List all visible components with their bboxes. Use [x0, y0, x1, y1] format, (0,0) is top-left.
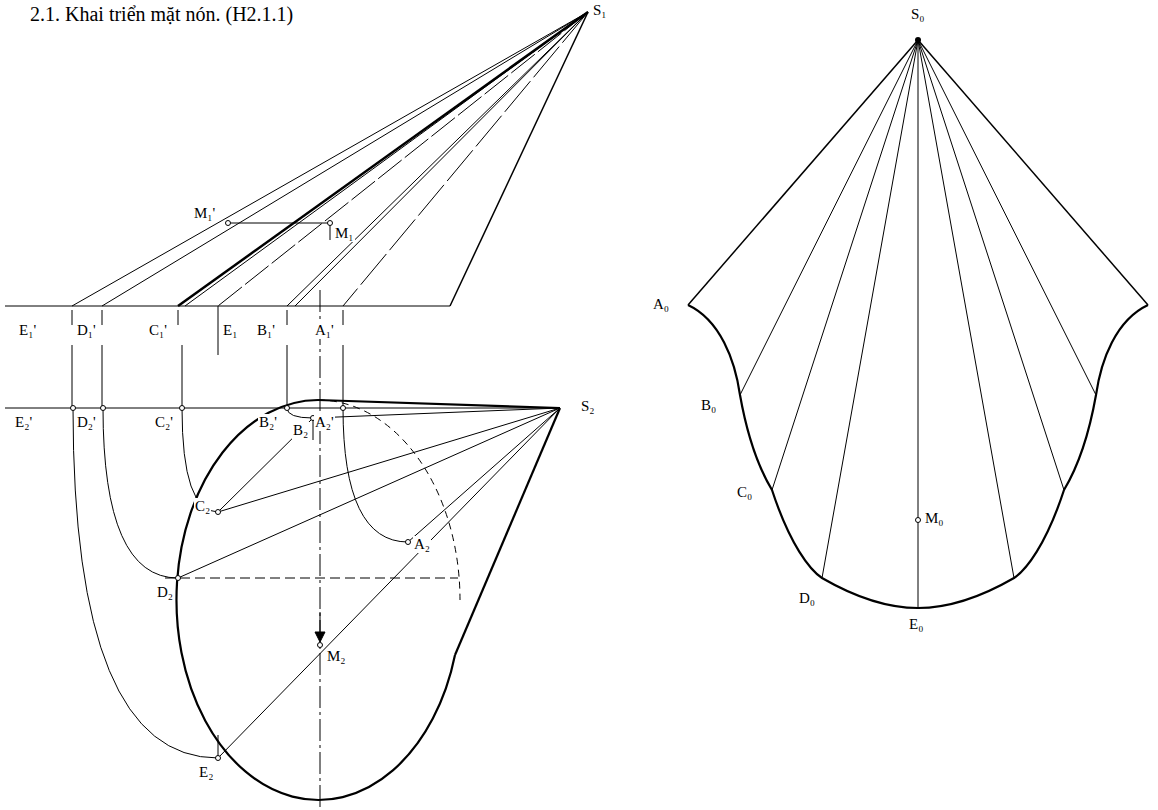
point-label: D₁': [76, 322, 97, 339]
point-label: E₂: [198, 764, 214, 781]
point-label: M₁: [334, 225, 355, 242]
point-label: D₂: [156, 584, 174, 601]
point-label: D₂': [76, 414, 97, 431]
point-label: C₁': [148, 322, 168, 339]
point-label: M₀: [924, 510, 945, 527]
point-label: E₂': [14, 414, 33, 431]
point-label: A₂': [314, 414, 335, 431]
point-label: E₁: [222, 322, 238, 339]
point-label: M₂: [326, 648, 347, 665]
point-label: C₂: [194, 498, 211, 515]
section-title: 2.1. Khai triển mặt nón. (H2.1.1): [30, 2, 293, 26]
point-label: B₂': [258, 414, 278, 431]
point-label: S₀: [910, 6, 926, 23]
point-label: S₂: [580, 398, 596, 415]
point-label: B₀: [700, 397, 717, 414]
point-label: D₀: [798, 590, 816, 607]
point-label: B₁': [256, 322, 276, 339]
point-label: S₁: [592, 2, 608, 19]
point-label: E₁': [18, 322, 37, 339]
point-label: C₂': [154, 414, 174, 431]
point-label: B₂: [292, 422, 309, 439]
point-label: C₀: [736, 484, 753, 501]
point-label: A₀: [652, 296, 670, 313]
point-label: A₁': [314, 322, 335, 339]
point-label: A₂: [413, 536, 431, 553]
point-label: M₁': [193, 205, 216, 222]
point-label: E₀: [908, 616, 924, 633]
